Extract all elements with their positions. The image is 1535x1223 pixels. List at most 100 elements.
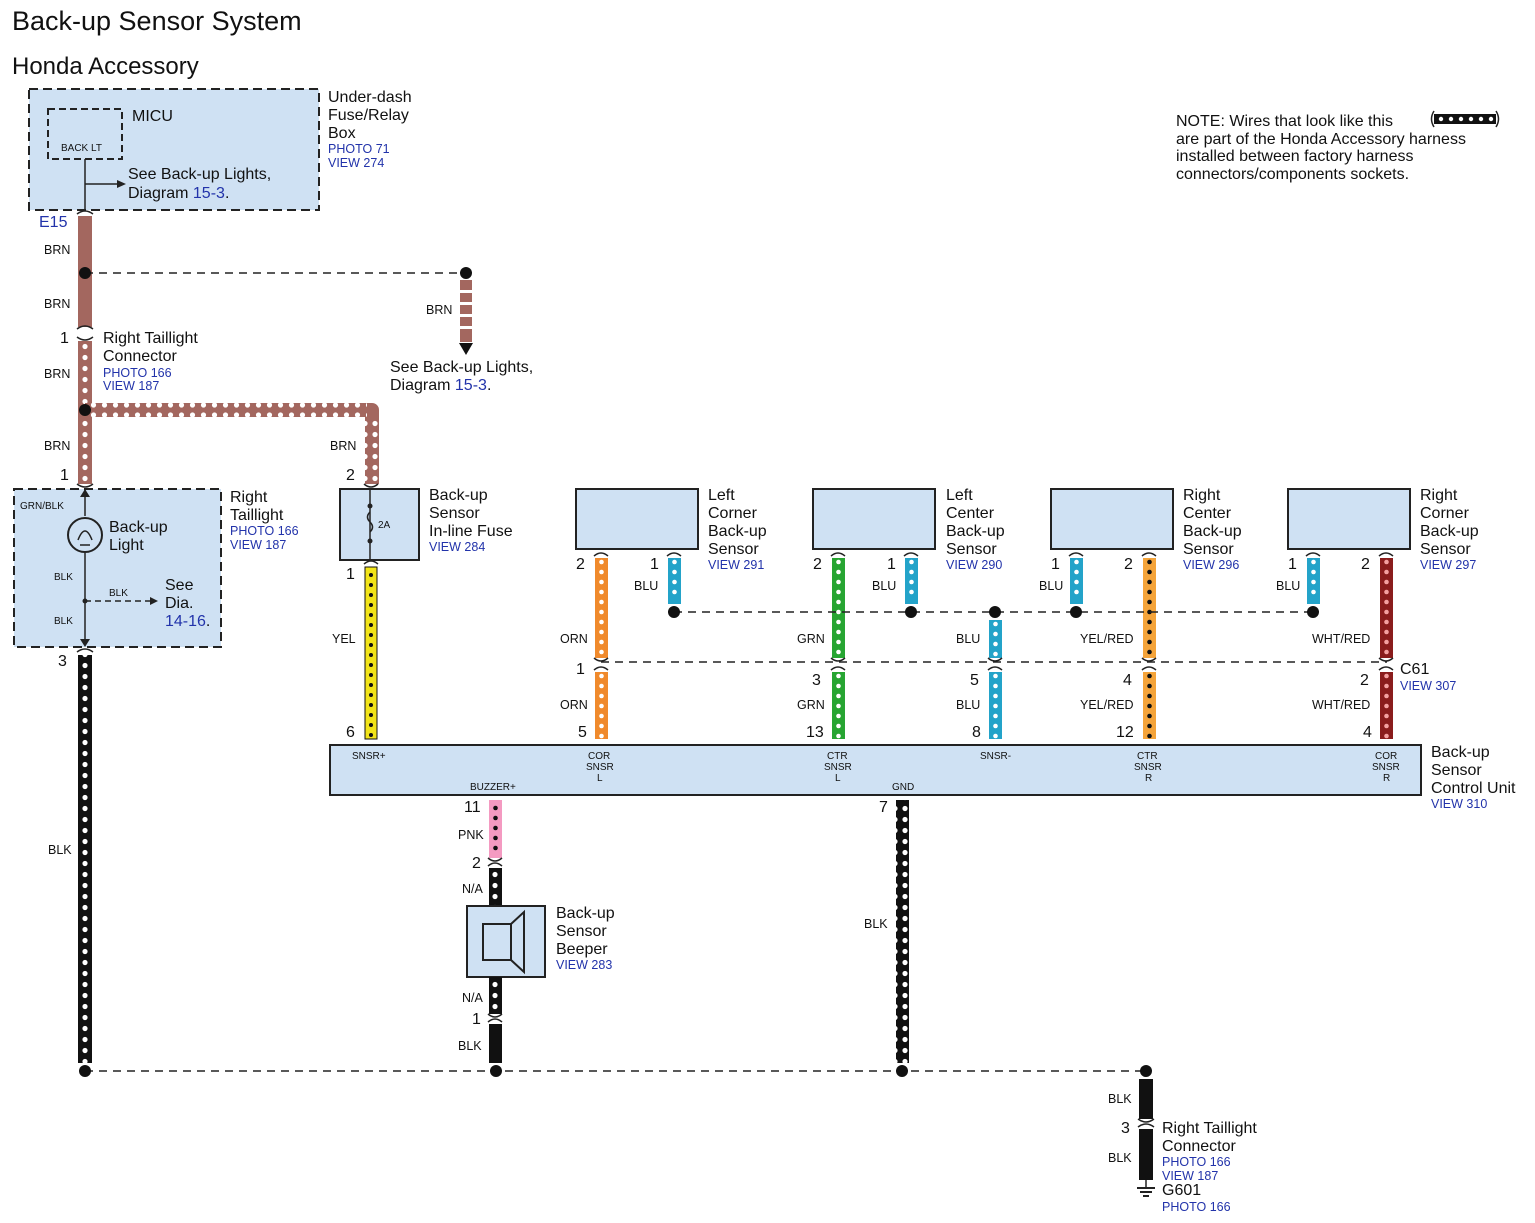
splice-point	[79, 267, 91, 279]
svg-text:Connector: Connector	[1162, 1138, 1236, 1155]
wire-dot	[1147, 619, 1152, 625]
svg-text:R: R	[1383, 773, 1390, 784]
note-line-4: connectors/components sockets.	[1176, 166, 1409, 183]
svg-text:Sensor: Sensor	[1183, 541, 1234, 558]
wire-dot	[1384, 619, 1389, 625]
wire-dot	[1384, 639, 1389, 645]
wire-dot	[1311, 559, 1316, 565]
svg-text:GND: GND	[892, 782, 914, 793]
svg-text:Right: Right	[230, 489, 268, 506]
svg-text:2A: 2A	[378, 520, 391, 531]
connector-brackets	[76, 210, 1394, 671]
wire-dot	[672, 569, 677, 575]
wire-dot	[836, 629, 841, 635]
svg-text:COR: COR	[1375, 751, 1397, 762]
wire-dot	[993, 621, 998, 627]
wire-dot	[1147, 723, 1152, 729]
svg-text:3: 3	[1121, 1120, 1130, 1137]
svg-text:Left: Left	[946, 487, 973, 504]
svg-text:2: 2	[576, 556, 585, 573]
svg-text:13: 13	[806, 724, 824, 741]
wire-dot	[1147, 609, 1152, 615]
back-lt-label: BACK LT	[61, 143, 102, 154]
svg-text:BLK: BLK	[1108, 1092, 1132, 1106]
svg-text:Diagram 15-3.: Diagram 15-3.	[390, 377, 491, 394]
fuse-box-name-3: Box	[328, 125, 356, 142]
svg-text:BUZZER+: BUZZER+	[470, 782, 516, 793]
splice-point	[460, 267, 472, 279]
sensor-pin-labels: 2 1 BLU 2 1 BLU 1 BLU 2 1 BLU 2 ORN GRN …	[560, 556, 1456, 741]
svg-text:Connector: Connector	[103, 348, 177, 365]
svg-text:Taillight: Taillight	[230, 507, 284, 524]
fuse-relay-box: MICU BACK LT See Back-up Lights, Diagram…	[28, 88, 412, 231]
wire-dot	[993, 693, 998, 699]
wire-dot	[599, 639, 604, 645]
wire-dot	[1311, 589, 1316, 595]
svg-text:G601: G601	[1162, 1182, 1201, 1199]
svg-text:VIEW 290: VIEW 290	[946, 558, 1002, 572]
fuse-box-see-diagram: Diagram	[128, 185, 193, 202]
svg-text:BRN: BRN	[44, 297, 70, 311]
wire-dot	[599, 569, 604, 575]
note-line-1: NOTE: Wires that look like this	[1176, 113, 1393, 130]
speaker-icon	[482, 923, 512, 961]
wire-dot	[1147, 629, 1152, 635]
svg-text:Left: Left	[708, 487, 735, 504]
wire-dot	[836, 649, 841, 655]
wire-dot	[599, 589, 604, 595]
sensor-wires	[595, 558, 1393, 739]
wire-brn-see-backup: BRN See Back-up Lights, Diagram 15-3.	[390, 280, 533, 394]
wire-dot	[1147, 589, 1152, 595]
wire-dot	[599, 599, 604, 605]
svg-text:N/A: N/A	[462, 991, 484, 1005]
svg-text:BRN: BRN	[330, 439, 356, 453]
see-backup-lights-text: See Back-up Lights,	[390, 359, 533, 376]
wire-dot	[599, 649, 604, 655]
wire-dot	[836, 569, 841, 575]
wire-dot	[1384, 673, 1389, 679]
svg-text:BRN: BRN	[426, 303, 452, 317]
svg-text:BLK: BLK	[864, 917, 888, 931]
wire-dot	[599, 673, 604, 679]
svg-text:Back-up: Back-up	[1420, 523, 1479, 540]
wire-dot	[1147, 703, 1152, 709]
svg-text:1: 1	[650, 556, 659, 573]
svg-text:BRN: BRN	[44, 367, 70, 381]
wire-brn-accessory: BRN BRN BRN 1 2	[44, 341, 379, 484]
svg-text:VIEW 187: VIEW 187	[103, 379, 159, 393]
svg-text:Diagram 15-3.: Diagram 15-3.	[128, 185, 229, 202]
wire-dot	[1074, 589, 1079, 595]
wire-dot	[1147, 579, 1152, 585]
wire-dot	[993, 703, 998, 709]
wire-dot	[1384, 609, 1389, 615]
svg-text:GRN/BLK: GRN/BLK	[20, 501, 64, 512]
wire-dot	[836, 673, 841, 679]
svg-text:SNSR: SNSR	[1372, 762, 1400, 773]
svg-text:VIEW 187: VIEW 187	[1162, 1169, 1218, 1183]
wire-dot	[1074, 569, 1079, 575]
svg-text:1: 1	[887, 556, 896, 573]
svg-text:Sensor: Sensor	[1431, 762, 1482, 779]
svg-text:Sensor: Sensor	[1420, 541, 1471, 558]
svg-text:12: 12	[1116, 724, 1134, 741]
svg-text:N/A: N/A	[462, 882, 484, 896]
wire-dot	[1147, 649, 1152, 655]
wire-dot	[836, 609, 841, 615]
svg-text:In-line Fuse: In-line Fuse	[429, 523, 513, 540]
wire-dot	[1147, 559, 1152, 565]
left-center-sensor: Left Center Back-up Sensor VIEW 290	[812, 487, 1005, 572]
control-unit: SNSR+ COR SNSR L CTR SNSR L SNSR- CTR SN…	[329, 744, 1516, 811]
svg-text:Beeper: Beeper	[556, 941, 608, 958]
wire-dot	[836, 723, 841, 729]
wire-dot	[836, 599, 841, 605]
wire-dot	[1384, 683, 1389, 689]
wire-dot	[1384, 599, 1389, 605]
svg-text:WHT/RED: WHT/RED	[1312, 632, 1370, 646]
wire-dot	[1384, 589, 1389, 595]
svg-text:2: 2	[1124, 556, 1133, 573]
svg-text:YEL/RED: YEL/RED	[1080, 632, 1134, 646]
wire-dot	[599, 723, 604, 729]
note-line-2: are part of the Honda Accessory harness	[1176, 131, 1466, 148]
svg-text:YEL: YEL	[332, 632, 356, 646]
svg-text:1: 1	[60, 330, 69, 347]
